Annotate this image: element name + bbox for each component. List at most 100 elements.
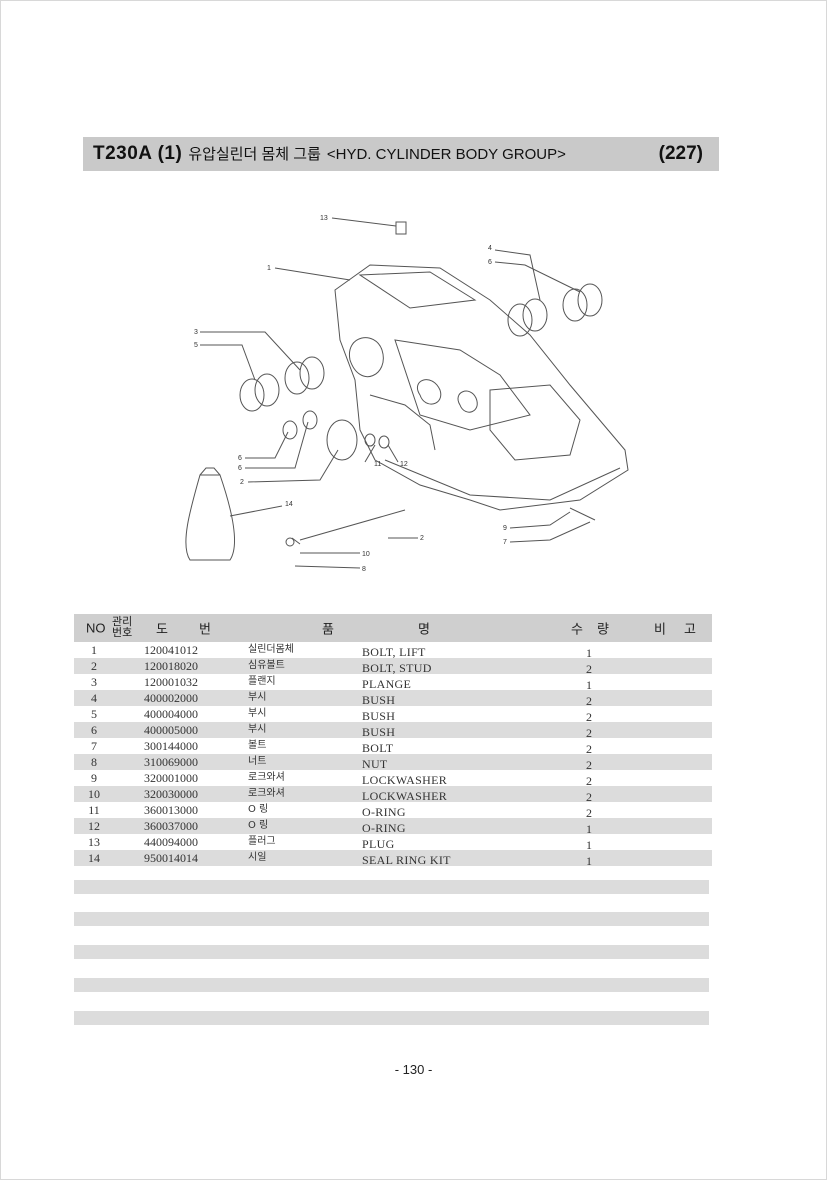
callout-7: 7 xyxy=(503,539,507,546)
row-number: 1 xyxy=(91,643,97,657)
row-number: 4 xyxy=(91,691,97,705)
part-name-english: O-RING xyxy=(362,821,406,835)
small-bush-2 xyxy=(302,410,318,430)
callout-6a: 6 xyxy=(488,259,492,266)
part-number: 310069000 xyxy=(144,755,198,769)
section-title: T230A (1) 유압실린더 몸체 그룹 <HYD. CYLINDER BOD… xyxy=(93,143,566,165)
stud-bolt xyxy=(299,509,406,541)
quantity: 2 xyxy=(586,774,592,788)
row-number: 7 xyxy=(91,739,97,753)
section-title-korean: 유압실린더 몸체 그룹 xyxy=(188,146,321,163)
header-name-1: 품 xyxy=(322,621,334,637)
bush-right-1 xyxy=(522,298,548,332)
part-number: 360013000 xyxy=(144,803,198,817)
header-drawing-1: 도 xyxy=(156,621,168,637)
quantity: 1 xyxy=(586,854,592,868)
plug-part xyxy=(395,221,407,235)
part-number: 400005000 xyxy=(144,723,198,737)
part-name-english: BOLT xyxy=(362,741,394,755)
callout-12: 12 xyxy=(400,461,408,468)
row-number: 3 xyxy=(91,675,97,689)
body-side-rib xyxy=(394,339,531,431)
part-number: 320001000 xyxy=(144,771,198,785)
header-drawing-2: 번 xyxy=(199,621,211,637)
part-number: 440094000 xyxy=(144,835,198,849)
part-number: 120041012 xyxy=(144,643,198,657)
callout-2a: 2 xyxy=(240,479,244,486)
part-name-english: PLUG xyxy=(362,837,395,851)
callout-11: 11 xyxy=(374,461,381,468)
empty-row-band xyxy=(74,945,709,959)
part-number: 360037000 xyxy=(144,819,198,833)
part-name-english: LOCKWASHER xyxy=(362,773,448,787)
part-name-korean: O 링 xyxy=(248,820,269,831)
quantity: 2 xyxy=(586,662,592,676)
part-name-english: BOLT, LIFT xyxy=(362,645,426,659)
part-name-english: BUSH xyxy=(362,709,396,723)
part-name-english: O-RING xyxy=(362,805,406,819)
row-number: 10 xyxy=(88,787,100,801)
part-name-korean: 실린더몸체 xyxy=(248,644,294,655)
flange-plate xyxy=(326,419,358,461)
part-name-korean: 플랜지 xyxy=(248,676,276,687)
row-number: 8 xyxy=(91,755,97,769)
part-name-english: BOLT, STUD xyxy=(362,661,432,675)
part-number: 400004000 xyxy=(144,707,198,721)
part-name-korean: 시일 xyxy=(248,852,267,863)
callout-8: 8 xyxy=(362,566,366,573)
row-number: 2 xyxy=(91,659,97,673)
part-name-english: SEAL RING KIT xyxy=(362,853,451,867)
part-name-korean: 부시 xyxy=(248,708,267,719)
section-title-english: <HYD. CYLINDER BODY GROUP> xyxy=(326,146,566,163)
part-number: 120001032 xyxy=(144,675,198,689)
empty-row-band xyxy=(74,978,709,992)
figure-reference-number: (227) xyxy=(658,143,703,164)
header-mgmt-top: 관리 xyxy=(112,616,133,628)
part-number: 120018020 xyxy=(144,659,198,673)
header-name-2: 명 xyxy=(418,621,430,637)
part-name-english: LOCKWASHER xyxy=(362,789,448,803)
part-name-korean: 볼트 xyxy=(248,740,267,751)
header-remark-1: 비 xyxy=(654,621,666,637)
body-right-block xyxy=(489,384,581,461)
row-number: 12 xyxy=(88,819,100,833)
small-bush-1 xyxy=(282,420,298,440)
header-qty-2: 량 xyxy=(597,621,609,637)
part-name-korean: 로크와셔 xyxy=(248,788,285,799)
table-row: 12 360037000 O 링 O-RING 1 xyxy=(74,818,712,836)
body-top-plate xyxy=(358,271,477,309)
empty-row-band xyxy=(74,880,709,894)
table-row: 3 120001032 플랜지 PLANGE 1 xyxy=(74,674,712,692)
body-boss-left xyxy=(349,337,384,378)
header-no: NO xyxy=(86,620,106,636)
callout-6b: 6 xyxy=(238,455,242,462)
part-number: 950014014 xyxy=(144,851,198,865)
part-name-korean: 로크와셔 xyxy=(248,772,285,783)
header-mgmt-bottom: 번호 xyxy=(112,627,133,639)
quantity: 2 xyxy=(586,710,592,724)
part-name-korean: 너트 xyxy=(248,756,267,767)
part-name-english: PLANGE xyxy=(362,677,412,691)
quantity: 2 xyxy=(586,742,592,756)
bush-left-2 xyxy=(284,361,310,395)
row-number: 6 xyxy=(91,723,97,737)
part-number: 400002000 xyxy=(144,691,198,705)
row-number: 11 xyxy=(88,803,100,817)
exploded-parts-diagram: 13 1 4 6 3 5 6 6 2 11 12 14 9 7 2 10 8 xyxy=(185,215,629,573)
quantity: 1 xyxy=(586,678,592,692)
quantity: 1 xyxy=(586,822,592,836)
body-flange-base xyxy=(384,459,621,501)
part-name-english: BUSH xyxy=(362,693,396,707)
bush-right-2 xyxy=(577,283,603,317)
